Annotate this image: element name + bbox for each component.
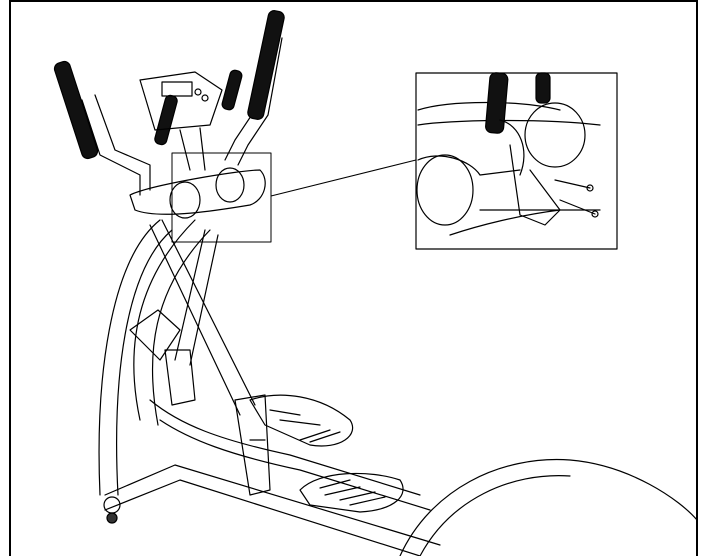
detail-inset xyxy=(415,72,618,250)
page-frame xyxy=(9,0,698,556)
callout-line xyxy=(270,159,417,197)
left-arm xyxy=(149,219,271,496)
detail-marker xyxy=(171,152,272,243)
screw-icon xyxy=(586,184,594,192)
right-grip xyxy=(247,10,285,120)
base-frame xyxy=(103,399,441,556)
console xyxy=(139,71,223,171)
pedal-lower xyxy=(299,472,404,513)
flywheel-cover xyxy=(399,458,698,556)
handlebars xyxy=(53,10,285,196)
upright-frame xyxy=(98,219,219,496)
pedal-upper xyxy=(249,394,354,447)
screw-icon xyxy=(591,210,599,218)
left-grip xyxy=(53,60,99,160)
pivot-assembly xyxy=(129,167,266,219)
